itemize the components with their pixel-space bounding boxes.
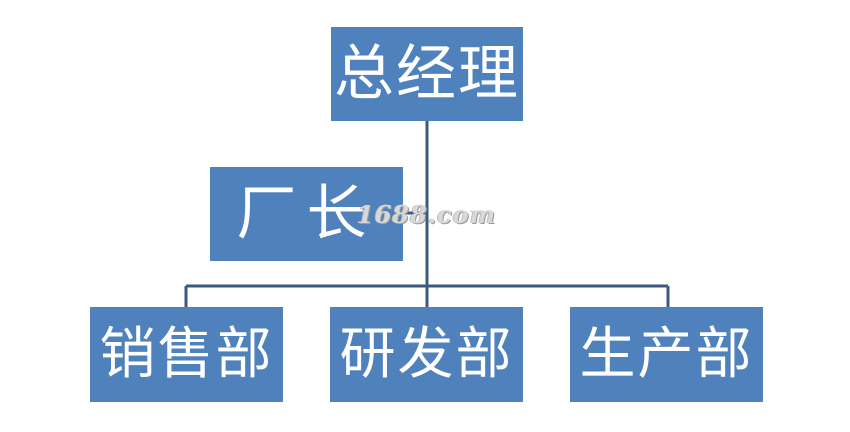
factory-director-label: 厂长 [236, 179, 377, 249]
sales-department-node: 销售部 [90, 307, 283, 402]
factory-director-node: 厂长 [210, 167, 403, 261]
general-manager-label: 总经理 [334, 39, 520, 109]
rnd-department-label: 研发部 [339, 321, 514, 387]
rnd-department-node: 研发部 [330, 307, 523, 402]
sales-department-label: 销售部 [99, 321, 274, 387]
general-manager-node: 总经理 [331, 27, 523, 121]
production-department-label: 生产部 [579, 321, 754, 387]
production-department-node: 生产部 [570, 307, 763, 402]
